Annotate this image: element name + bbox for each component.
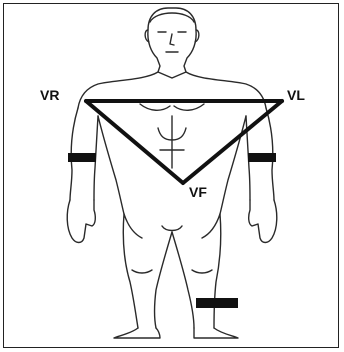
left-wrist-electrode xyxy=(248,153,276,162)
left-hand xyxy=(249,200,277,243)
vl-label: VL xyxy=(287,87,305,103)
triangle-right-edge xyxy=(86,101,183,183)
chest-detail xyxy=(140,104,204,110)
head-outline xyxy=(148,8,196,78)
left-ankle-electrode xyxy=(196,298,238,308)
nose xyxy=(170,34,174,45)
torso-left-side xyxy=(220,116,246,214)
right-hand xyxy=(67,200,95,243)
vr-label: VR xyxy=(40,87,59,103)
right-wrist-electrode xyxy=(68,153,96,162)
left-leg-inner xyxy=(172,232,194,328)
triangle-left-edge xyxy=(183,101,282,183)
abdomen-detail xyxy=(158,116,186,168)
hair xyxy=(150,13,194,22)
left-leg-outer xyxy=(214,214,221,328)
left-knee xyxy=(192,270,212,273)
right-foot xyxy=(114,328,160,338)
left-foot xyxy=(194,328,238,338)
groin-line xyxy=(162,226,182,231)
einthoven-triangle xyxy=(86,101,282,183)
right-leg-inner xyxy=(155,232,173,328)
right-leg-outer xyxy=(123,214,138,328)
vf-label: VF xyxy=(189,184,207,200)
right-knee xyxy=(132,270,152,273)
